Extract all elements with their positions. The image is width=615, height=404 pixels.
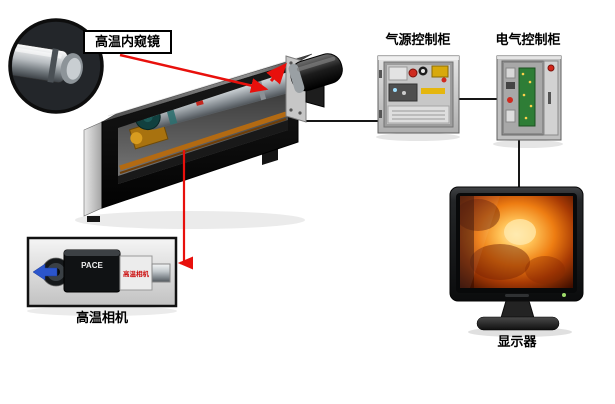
shadows bbox=[27, 133, 572, 337]
red-callout-arrows bbox=[119, 53, 287, 270]
monitor-graphic bbox=[449, 186, 584, 331]
drive-motor bbox=[288, 53, 343, 93]
camera-inset-photo: PACE 高温相机 bbox=[26, 236, 178, 308]
red-arrow-housing-to-camera bbox=[177, 150, 194, 270]
electric-cabinet-graphic bbox=[496, 55, 562, 141]
gauge-red bbox=[408, 68, 418, 78]
label-air-cabinet: 气源控制柜 bbox=[385, 32, 451, 47]
endoscope-inset-photo bbox=[8, 18, 104, 114]
machine-housing bbox=[83, 53, 343, 222]
camera-brand-text: PACE bbox=[81, 261, 103, 270]
label-electric-cabinet: 电气控制柜 bbox=[495, 32, 561, 47]
red-arrow-endoscope-to-housing bbox=[119, 53, 269, 93]
emergency-button bbox=[547, 64, 555, 72]
power-led bbox=[562, 293, 566, 297]
camera-tag-text: 高温相机 bbox=[123, 269, 150, 278]
connector-lines bbox=[304, 98, 520, 191]
blue-direction-arrow-icon bbox=[32, 263, 58, 281]
label-camera: 高温相机 bbox=[75, 310, 128, 325]
red-arrow-motor bbox=[266, 62, 287, 85]
label-monitor: 显示器 bbox=[497, 334, 537, 349]
label-endoscope: 高温内窥镜 bbox=[83, 30, 173, 54]
camera-body bbox=[63, 249, 121, 293]
endoscope-probe bbox=[12, 40, 83, 84]
air-cabinet-graphic bbox=[377, 55, 460, 134]
